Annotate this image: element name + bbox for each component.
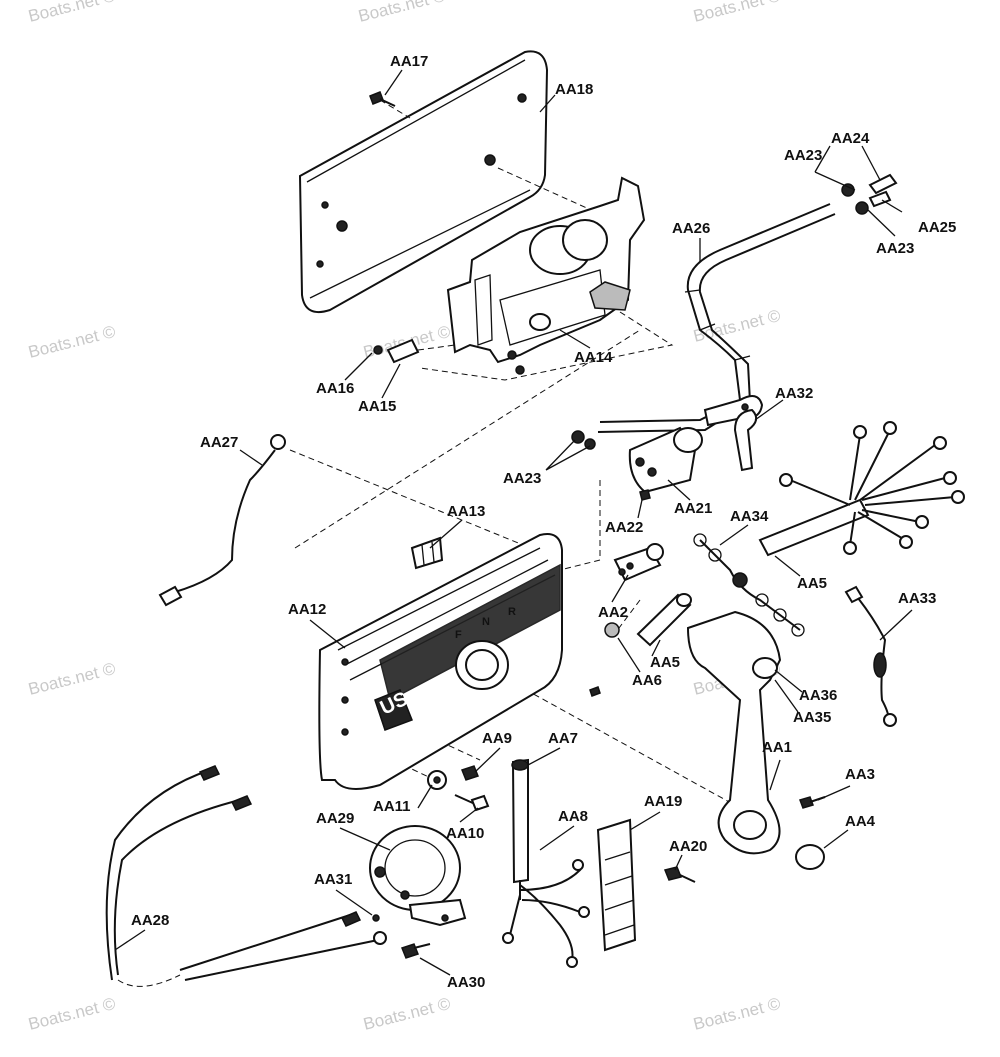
part-label-aa21: AA21: [674, 500, 712, 517]
part-label-aa29: AA29: [316, 810, 354, 827]
sleeve-drawing: [636, 593, 692, 647]
control-housing-drawing: US F N R: [318, 533, 601, 790]
part-label-aa1: AA1: [762, 739, 792, 756]
part-label-aa16: AA16: [316, 380, 354, 397]
bolt-group-drawing: [427, 765, 490, 812]
part-label-aa34: AA34: [730, 508, 769, 525]
harness-tube-drawing: [502, 758, 590, 968]
watermark: Boats.net ©: [691, 994, 782, 1034]
watermark: Boats.net ©: [691, 306, 782, 346]
part-label-aa30: AA30: [447, 974, 485, 991]
part-label-aa10: AA10: [446, 825, 484, 842]
part-label-aa25: AA25: [918, 219, 956, 236]
part-label-aa23-left: AA23: [503, 470, 541, 487]
wiring-harness-drawing: [758, 421, 965, 557]
part-label-aa36: AA36: [799, 687, 837, 704]
part-label-aa27: AA27: [200, 434, 238, 451]
part-label-aa14: AA14: [574, 349, 613, 366]
watermark: Boats.net ©: [356, 0, 447, 26]
part-label-aa26: AA26: [672, 220, 710, 237]
part-label-aa23-right: AA23: [876, 240, 914, 257]
part-label-aa35: AA35: [793, 709, 831, 726]
chain-drawing: [693, 533, 805, 637]
part-label-aa22: AA22: [605, 519, 643, 536]
part-label-aa11: AA11: [373, 798, 411, 815]
part-label-aa32: AA32: [775, 385, 813, 402]
ground-wire-drawing: [158, 434, 286, 607]
part-label-aa31: AA31: [314, 871, 352, 888]
part-label-aa3: AA3: [845, 766, 875, 783]
terminal-block-drawing: [596, 818, 696, 952]
part-label-aa7: AA7: [548, 730, 578, 747]
part-label-aa17: AA17: [390, 53, 428, 70]
label-leader-lines: [114, 69, 913, 976]
bracket-drawing: [373, 338, 456, 364]
part-label-aa5-sleeve: AA5: [650, 654, 680, 671]
screw-drawing: [369, 91, 396, 107]
gear-mark-f: F: [455, 629, 462, 641]
part-label-aa2: AA2: [598, 604, 628, 621]
watermark: Boats.net ©: [26, 0, 117, 26]
cable-fittings-drawing: [571, 173, 898, 450]
neutral-switch-drawing: [604, 543, 664, 638]
throttle-cable-drawing: [597, 203, 836, 433]
part-label-aa4: AA4: [845, 813, 876, 830]
part-label-aa20: AA20: [669, 838, 707, 855]
watermark: Boats.net ©: [26, 659, 117, 699]
part-label-aa8: AA8: [558, 808, 588, 825]
gear-mark-n: N: [482, 616, 490, 628]
control-mechanism-drawing: [419, 176, 674, 381]
part-label-aa9: AA9: [482, 730, 512, 747]
part-label-aa18: AA18: [555, 81, 593, 98]
watermark: Boats.net ©: [691, 0, 782, 26]
part-label-aa15: AA15: [358, 398, 396, 415]
watermark: Boats.net ©: [26, 994, 117, 1034]
lanyard-wire-drawing: [844, 585, 897, 727]
clip-drawing: [410, 536, 444, 570]
watermark: Boats.net ©: [26, 322, 117, 362]
part-label-aa33: AA33: [898, 590, 936, 607]
gear-mark-r: R: [508, 606, 516, 618]
part-label-aa13: AA13: [447, 503, 485, 520]
watermark: Boats.net ©: [361, 994, 452, 1034]
keys-drawing: [703, 395, 764, 472]
part-label-aa5: AA5: [797, 575, 827, 592]
mounting-plate-drawing: [298, 50, 601, 314]
warning-horn-drawing: [369, 825, 467, 959]
part-label-aa23-top: AA23: [784, 147, 822, 164]
part-label-aa12: AA12: [288, 601, 326, 618]
part-label-aa19: AA19: [644, 793, 682, 810]
part-label-aa6: AA6: [632, 672, 662, 689]
part-labels: AA1 AA2 AA3 AA4 AA5 AA5 AA6 AA7 AA8 AA9 …: [131, 53, 956, 991]
part-label-aa24: AA24: [831, 130, 870, 147]
ignition-switch-drawing: [628, 426, 703, 501]
part-label-aa28: AA28: [131, 912, 169, 929]
harness-wires-drawing: [105, 765, 387, 987]
control-handle-drawing: [686, 610, 826, 870]
